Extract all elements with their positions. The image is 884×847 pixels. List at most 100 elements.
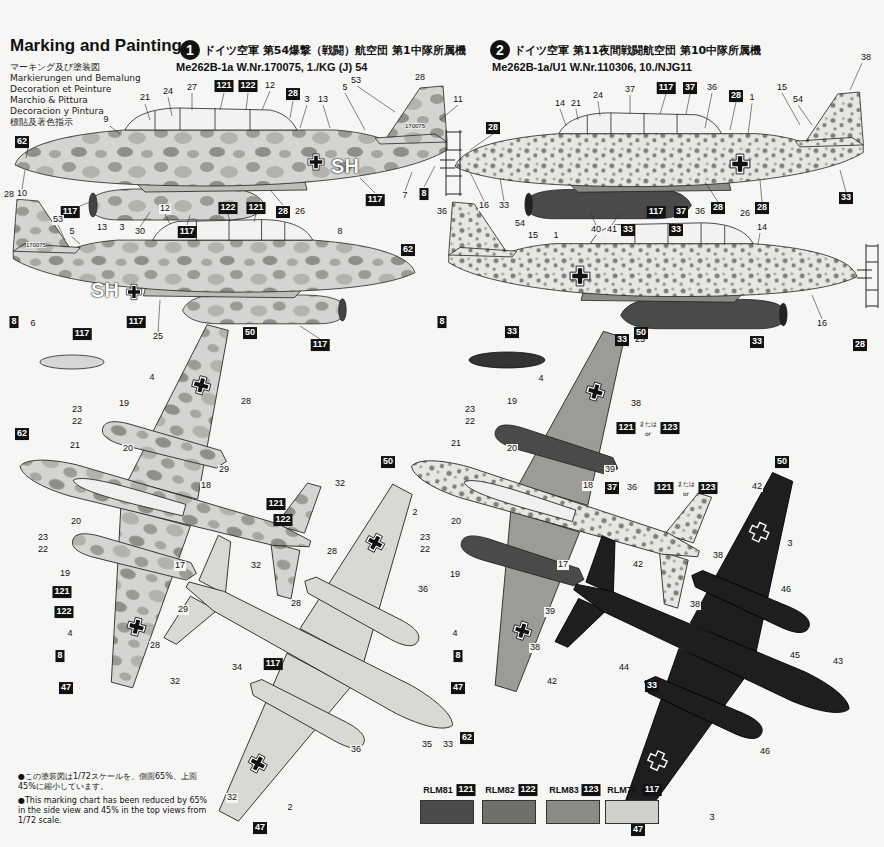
callout-number: 28 (149, 641, 161, 651)
color-callout: 62 (401, 244, 415, 256)
callout-number: 13 (317, 95, 329, 105)
callout-number: 3 (118, 223, 125, 233)
callout-number: 36 (694, 207, 706, 217)
callout-number: 39 (604, 465, 616, 475)
callout-number: 1 (552, 231, 559, 241)
callout-number: 22 (71, 417, 83, 427)
callout-number: 17 (557, 560, 569, 570)
illustration-part (449, 247, 517, 256)
color-callout: 47 (631, 824, 645, 836)
callout-number: 10 (16, 189, 28, 199)
number-badge: 2 (490, 40, 510, 60)
color-callout: 8 (9, 316, 18, 328)
callout-number: 4 (451, 629, 458, 639)
subtitle: Markierungen und Bemalung (10, 73, 141, 83)
color-callout: 121 (616, 422, 635, 434)
illustration-part (339, 299, 346, 321)
color-callout: 28 (853, 339, 867, 351)
note: ●This marking chart has been reduced by … (18, 796, 208, 826)
callout-number: 17 (174, 561, 186, 571)
alternative-note: or (645, 430, 651, 437)
color-swatch (482, 800, 536, 824)
callout-number: 3 (303, 95, 310, 105)
alternative-note: or (683, 490, 689, 497)
callout-number: 29 (177, 605, 189, 615)
callout-number: 38 (630, 399, 642, 409)
legend-label: RLM83 (549, 785, 579, 795)
callout-number: 3 (708, 813, 715, 823)
illustration-part (587, 113, 677, 134)
callout-number: 19 (449, 570, 461, 580)
callout-number: 33 (498, 201, 510, 211)
callout-number: 19 (118, 399, 130, 409)
subtitle: マーキング及び塗装図 (10, 61, 100, 74)
callout-number: 30 (134, 227, 146, 237)
legend-label: RLM82 (485, 785, 515, 795)
color-callout: 121 (654, 482, 673, 494)
subtitle: Decoracion y Pintura (10, 106, 104, 116)
callout-number: 19 (59, 569, 71, 579)
callout-number: 20 (506, 444, 518, 454)
callout-number: 46 (780, 585, 792, 595)
color-callout: 47 (59, 682, 73, 694)
note: ●この塗装図は1/72スケールを、側面65%、上面45%に縮小しています。 (18, 772, 208, 792)
leader-lines (22, 63, 862, 339)
color-callout: 123 (660, 422, 679, 434)
color-callout: 8 (419, 188, 428, 200)
subtitle: Marchio & Pittura (10, 95, 88, 105)
callout-number: 45 (789, 651, 801, 661)
illustration-part (525, 193, 533, 216)
callout-number: 20 (70, 517, 82, 527)
color-callout: 62 (15, 428, 29, 440)
illustration-part (90, 189, 265, 220)
color-callout: 117 (647, 206, 666, 218)
color-callout: 123 (698, 482, 717, 494)
callout-number: 28 (240, 397, 252, 407)
color-callout: 62 (15, 136, 29, 148)
callout-number: 14 (554, 99, 566, 109)
legend-label: RLM81 (423, 785, 453, 795)
color-callout: 28 (729, 90, 743, 102)
color-callout: 50 (775, 456, 789, 468)
callout-number: 38 (712, 551, 724, 561)
illustration-part (591, 223, 754, 244)
color-callout: 117 (178, 226, 197, 238)
illustration-part (511, 619, 533, 641)
color-callout: 8 (453, 650, 462, 662)
callout-number: 18 (200, 481, 212, 491)
callout-number: 29 (218, 465, 230, 475)
color-callout: 62 (460, 732, 474, 744)
callout-number: 53 (52, 215, 64, 225)
color-callout: 117 (311, 339, 330, 351)
illustration-part (747, 520, 771, 544)
illustration-part (125, 108, 297, 130)
illustration-part (40, 355, 104, 369)
callout-number: 21 (69, 441, 81, 451)
callout-number: 25 (152, 332, 164, 342)
subtitle: Decoration et Peinture (10, 84, 111, 94)
callout-number: 21 (450, 439, 462, 449)
badge-number: 1 (180, 40, 200, 60)
color-callout: 117 (127, 316, 146, 328)
callout-number: 42 (632, 560, 644, 570)
illustration-part (180, 570, 460, 739)
callout-number: 21 (139, 93, 151, 103)
color-callout: 37 (605, 482, 619, 494)
callout-number: 38 (860, 53, 872, 63)
callout-number: 34 (231, 663, 243, 673)
callout-number: 38 (689, 600, 701, 610)
illustration-part (455, 92, 863, 187)
illustration-part (635, 223, 725, 244)
badge-number: 2 (490, 40, 510, 60)
illustration-part (89, 193, 97, 217)
badge-circle (180, 40, 200, 60)
alternative-note: または (677, 480, 695, 489)
subtitle: 標貼及著色指示 (10, 116, 73, 129)
callout-number: 37 (624, 85, 636, 95)
color-callout: 28 (286, 88, 300, 100)
number-badge: 1 (180, 40, 200, 60)
illustration-part (126, 284, 141, 299)
callout-number: 28 (414, 73, 426, 83)
